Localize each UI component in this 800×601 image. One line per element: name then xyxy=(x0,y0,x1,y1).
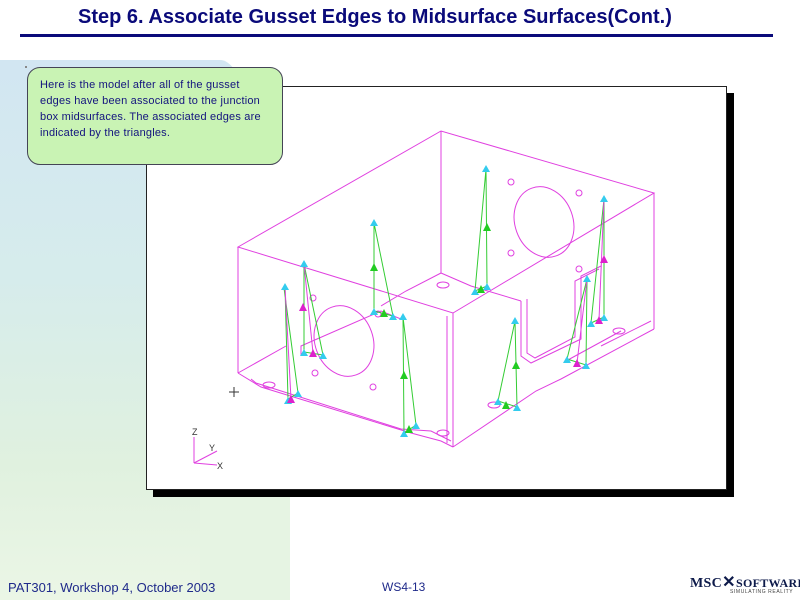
model-wireframe xyxy=(236,130,656,448)
axis-x-label: X xyxy=(217,461,223,471)
logo-text-right: SOFTWARE xyxy=(736,576,800,590)
corner-dot xyxy=(25,66,27,68)
logo-wordmark: MSC✕SOFTWARE xyxy=(690,572,800,592)
callout-note: Here is the model after all of the gusse… xyxy=(27,67,283,165)
axis-z-label: Z xyxy=(192,427,198,437)
title-divider xyxy=(20,34,773,37)
logo-text-left: MSC xyxy=(690,576,723,591)
gusset-edges xyxy=(283,168,605,434)
footer-course: PAT301, Workshop 4, October 2003 xyxy=(8,580,216,595)
logo-tagline: SIMULATING REALITY xyxy=(730,589,794,595)
page-title: Step 6. Associate Gusset Edges to Midsur… xyxy=(78,6,672,28)
axis-triad xyxy=(193,437,218,466)
axis-y-label: Y xyxy=(209,443,215,453)
footer-page-number: WS4-13 xyxy=(382,580,426,594)
association-markers xyxy=(281,165,608,437)
msc-software-logo: MSC✕SOFTWARE SIMULATING REALITY xyxy=(690,572,800,598)
logo-x-icon: ✕ xyxy=(722,574,736,591)
origin-marker xyxy=(229,387,239,397)
